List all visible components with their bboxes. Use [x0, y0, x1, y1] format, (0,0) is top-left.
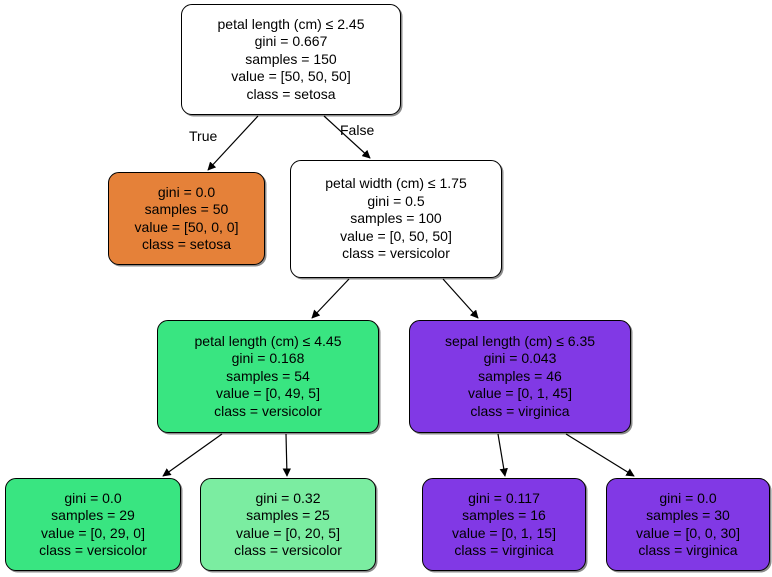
node-line: class = setosa [246, 85, 336, 102]
node-line: class = setosa [141, 235, 232, 252]
node-line: class = virginica [454, 541, 554, 558]
node-line: class = versicolor [214, 402, 322, 419]
node-line: class = versicolor [234, 541, 342, 558]
node-line: value = [0, 1, 45] [468, 385, 572, 402]
node-line: value = [50, 0, 0] [134, 218, 239, 235]
node-line: gini = 0.667 [254, 33, 328, 50]
tree-edge-n4-n8 [565, 433, 635, 477]
node-line: gini = 0.0 [64, 489, 122, 506]
tree-edge-n2-n3 [311, 278, 350, 319]
node-line: gini = 0.0 [157, 183, 216, 200]
node-line: petal length (cm) ≤ 4.45 [194, 332, 342, 349]
node-line: sepal length (cm) ≤ 6.35 [444, 332, 596, 349]
tree-edge-n2-n4 [442, 278, 479, 319]
node-line: class = virginica [470, 402, 570, 419]
node-line: value = [0, 20, 5] [236, 524, 340, 541]
node-line: gini = 0.32 [255, 489, 321, 506]
tree-edge-n3-n5 [162, 433, 223, 477]
node-line: petal width (cm) ≤ 1.75 [325, 175, 467, 192]
edge-label-false: False [340, 122, 375, 138]
node-line: samples = 30 [646, 507, 730, 524]
node-line: gini = 0.5 [367, 192, 425, 209]
node-line: samples = 29 [51, 507, 135, 524]
node-line: value = [0, 49, 5] [216, 385, 320, 402]
node-line: value = [50, 50, 50] [231, 68, 351, 85]
edge-label-true: True [189, 128, 218, 144]
node-line: gini = 0.168 [231, 350, 305, 367]
node-line: value = [0, 29, 0] [41, 524, 145, 541]
node-line: petal length (cm) ≤ 2.45 [217, 15, 365, 32]
node-line: samples = 50 [144, 201, 229, 218]
node-line: samples = 46 [478, 367, 562, 384]
node-line: class = virginica [638, 541, 738, 558]
node-line: gini = 0.117 [468, 489, 540, 506]
node-line: samples = 16 [462, 507, 546, 524]
node-line: value = [0, 50, 50] [340, 227, 452, 244]
node-line: class = versicolor [342, 245, 450, 262]
tree-edge-n4-n7 [497, 433, 508, 477]
node-line: samples = 54 [226, 367, 310, 384]
node-line: gini = 0.043 [483, 350, 557, 367]
tree-edge-n3-n6 [282, 433, 292, 477]
node-line: samples = 25 [246, 507, 330, 524]
node-line: value = [0, 1, 15] [452, 524, 556, 541]
node-line: samples = 150 [245, 50, 337, 67]
node-line: gini = 0.0 [659, 489, 717, 506]
node-line: class = versicolor [39, 541, 147, 558]
node-line: samples = 100 [350, 210, 442, 227]
node-line: value = [0, 0, 30] [636, 524, 740, 541]
